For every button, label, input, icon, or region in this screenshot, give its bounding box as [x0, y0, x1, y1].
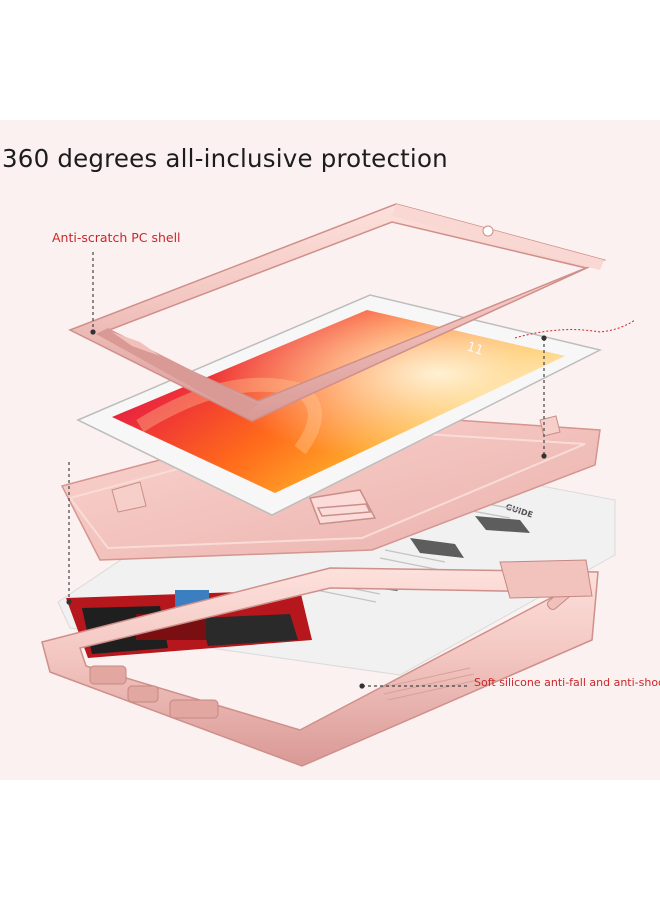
bumper-cutouts: [89, 665, 219, 719]
callout-dots: [66, 329, 547, 689]
callout-leader-lines: [68, 252, 545, 687]
tablet-screen: 11: [76, 294, 603, 516]
product-panel: 360 degrees all-inclusive protection: [0, 120, 660, 780]
bumper-grip-texture: [379, 667, 479, 701]
callout-silicone: Soft silicone anti-fall and anti-shock: [474, 676, 660, 689]
svg-text:11: 11: [465, 340, 485, 359]
silicone-bumper-frame: [41, 559, 599, 767]
callout-pc-shell: Anti-scratch PC shell: [52, 230, 181, 245]
kickstand: [308, 489, 377, 525]
red-accent-leader: [514, 319, 636, 339]
case-exploded-illustration: GUIDE: [41, 203, 636, 767]
headline: 360 degrees all-inclusive protection: [2, 144, 448, 173]
pc-shell-frame: [68, 203, 607, 422]
